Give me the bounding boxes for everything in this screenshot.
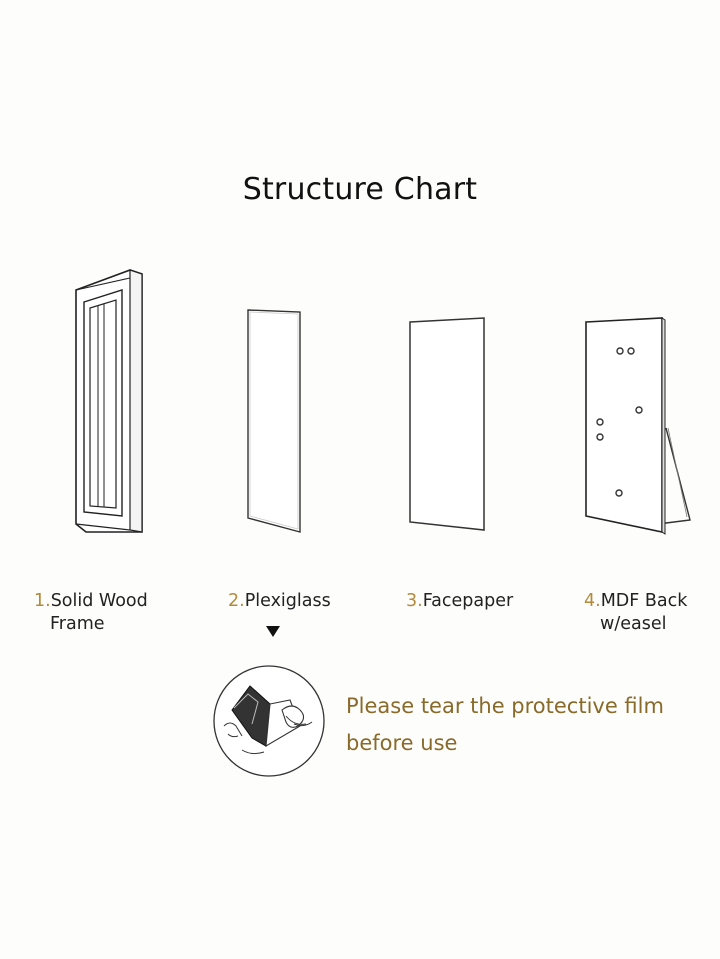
plexiglass-illustration <box>246 308 304 534</box>
part-label-1: 1.Solid Wood Frame <box>34 590 148 636</box>
mdf-back-illustration <box>584 316 696 536</box>
down-arrow-icon <box>266 626 280 637</box>
part-number: 3. <box>406 591 423 611</box>
note-line-2: before use <box>346 731 458 755</box>
part-label-4: 4.MDF Back w/easel <box>584 590 687 636</box>
part-number: 4. <box>584 591 601 611</box>
part-number: 1. <box>34 591 51 611</box>
part-name: Facepaper <box>422 591 514 611</box>
part-name: MDF Back <box>600 591 688 611</box>
instruction-note: Please tear the protective film before u… <box>346 688 664 762</box>
note-line-1: Please tear the protective film <box>346 694 664 718</box>
part-name: Solid Wood <box>50 591 148 611</box>
part-name-line2: Frame <box>50 614 105 634</box>
part-label-3: 3.Facepaper <box>406 590 513 613</box>
diagram-title: Structure Chart <box>242 172 478 207</box>
part-name: Plexiglass <box>244 591 331 611</box>
part-number: 2. <box>228 591 245 611</box>
frame-illustration <box>70 268 146 538</box>
part-name-line2: w/easel <box>600 614 667 634</box>
peel-film-icon <box>212 664 326 778</box>
facepaper-illustration <box>408 316 488 534</box>
part-label-2: 2.Plexiglass <box>228 590 331 613</box>
